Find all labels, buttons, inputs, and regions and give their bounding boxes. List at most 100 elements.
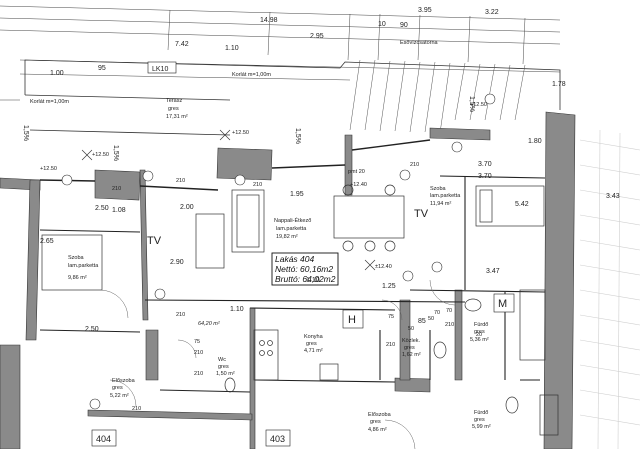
elevation-6: +12.50: [40, 166, 57, 172]
room-szoba-right-area: 11,94 m²: [430, 201, 451, 207]
dim-3-22: 3.22: [485, 9, 499, 16]
dim-210-h: 210: [253, 182, 262, 188]
dim-20: 20: [476, 332, 482, 338]
lk-tag-frame: [147, 61, 177, 74]
dim-210-c: 210: [194, 371, 203, 377]
dim-5-42: 5.42: [515, 201, 529, 208]
slope-label-c: 1,5%: [468, 96, 475, 112]
dim-1-78: 1.78: [552, 81, 566, 88]
room-terasz-area: 17,31 m²: [166, 114, 188, 120]
dim-210-e: 210: [445, 322, 454, 328]
room-terasz-name: Terasz: [166, 98, 182, 104]
unit-403-frame: [265, 429, 291, 447]
room-kozlek-area: 1,62 m²: [402, 352, 421, 358]
dim-50-a: 50: [408, 326, 414, 332]
room-eloszoba-right-area: 4,86 m²: [368, 427, 387, 433]
room-furdo-name: Fürdő: [474, 322, 488, 328]
room-nappali-area: 19,82 m²: [276, 234, 298, 240]
dim-2-90: 2.90: [170, 259, 184, 266]
pergola-slats: [349, 59, 526, 134]
flat-info-box: [271, 252, 339, 286]
railing-label-top: Korlát m=1,00m: [232, 72, 271, 78]
dim-85: 85: [418, 318, 426, 325]
dim-10: 10: [378, 21, 386, 28]
room-furdo-area: 5,36 m²: [470, 337, 489, 343]
dim-210-j: 210: [112, 186, 121, 192]
dim-1-08: 1.08: [112, 207, 126, 214]
dim-7-42: 7.42: [175, 41, 189, 48]
dim-2-50: 2.50: [85, 326, 99, 333]
dim-210-b: 210: [194, 350, 203, 356]
dim-1-10-mid: 1.10: [230, 306, 244, 313]
flat-title: Lakás 404: [275, 254, 314, 264]
dim-3-95: 3.95: [418, 7, 432, 14]
dim-90: 90: [400, 22, 408, 29]
unit-403-label: 403: [270, 434, 285, 444]
dim-2-95: 2.95: [310, 33, 324, 40]
dim-75-a: 75: [194, 339, 200, 345]
dim-1-10-b: 1.10: [306, 277, 320, 284]
flat-info-frame: [271, 252, 339, 286]
dim-95: 95: [98, 65, 106, 72]
dim-2-50-b: 2.50: [95, 205, 109, 212]
room-szoba-right-name: Szoba: [430, 186, 447, 192]
dim-70-b: 70: [446, 308, 452, 314]
room-eloszoba-right-floor: gres: [370, 419, 381, 425]
tv-mark-left: TV: [147, 235, 162, 247]
dim-3-43: 3.43: [606, 193, 620, 200]
room-terasz-floor: gres: [168, 106, 179, 112]
slope-label-a: 1,5%: [294, 128, 301, 144]
dim-1-95: 1.95: [290, 191, 304, 198]
terrace-outline: [24, 59, 561, 136]
elevation-3: +12.50: [470, 102, 487, 108]
dim-1-80: 1.80: [528, 138, 542, 145]
dim-2-65: 2.65: [40, 238, 54, 245]
tv-mark-right: TV: [414, 208, 429, 220]
slope-label-d: 1,5%: [22, 125, 29, 141]
h-mark: H: [348, 314, 356, 326]
elevation-1: +12.50: [92, 152, 109, 158]
h-mark-frame: [342, 309, 364, 329]
flat-netto: Nettó: 60,16m2: [275, 264, 333, 274]
elevation-markers: [81, 129, 376, 271]
dim-210-a: 210: [176, 312, 185, 318]
room-eloszoba-left-floor: gres: [112, 385, 123, 391]
facade-window-line: [39, 139, 431, 191]
dim-75-b: 75: [388, 314, 394, 320]
dim-3-70-a: 3.70: [478, 161, 492, 168]
room-nappali-floor: lam.parketta: [276, 226, 307, 232]
door-swings: [99, 279, 456, 449]
room-szoba-left-area: 9,86 m²: [68, 275, 87, 281]
dim-70-a: 70: [434, 310, 440, 316]
section-markers: [61, 93, 496, 410]
room-szoba-right-floor: lam.parketta: [430, 193, 461, 199]
room-wc-floor: gres: [218, 364, 229, 370]
dim-50-b: 50: [428, 316, 434, 322]
elevation-4: ±12.40: [375, 264, 392, 270]
room-nappali-name: Nappali-Étkező: [274, 217, 311, 224]
lk-tag: LK10: [152, 66, 168, 73]
room-szoba-left-name: Szoba: [68, 255, 85, 261]
unit-404-frame: [91, 429, 117, 447]
dim-210-g: 210: [176, 178, 185, 184]
room-kozlek-name: Közlek.: [402, 338, 421, 344]
room-wc-name: Wc: [218, 357, 226, 363]
slope-label-b: 1,5%: [112, 145, 119, 161]
top-dimension-lines: [0, 5, 561, 101]
railing-label-left: Korlát m=1,00m: [30, 99, 69, 105]
flat-brutto: Bruttó: 64,02m2: [275, 274, 336, 284]
dim-210-f: 210: [132, 406, 141, 412]
furniture: [41, 184, 559, 436]
hall-area: 64,20 m²: [198, 321, 220, 327]
room-konyha-floor: gres: [306, 341, 317, 347]
m-mark-frame: [493, 293, 515, 313]
room-konyha-area: 4,71 m²: [304, 348, 323, 354]
elevation-5: +12.40: [350, 182, 367, 188]
dim-1-00-top: 1.00: [50, 70, 64, 77]
room-kozlek-floor: gres: [404, 345, 415, 351]
room-konyha-name: Konyha: [304, 334, 324, 340]
dim-210-d: 210: [386, 342, 395, 348]
room-furdo-floor: gres: [474, 329, 485, 335]
